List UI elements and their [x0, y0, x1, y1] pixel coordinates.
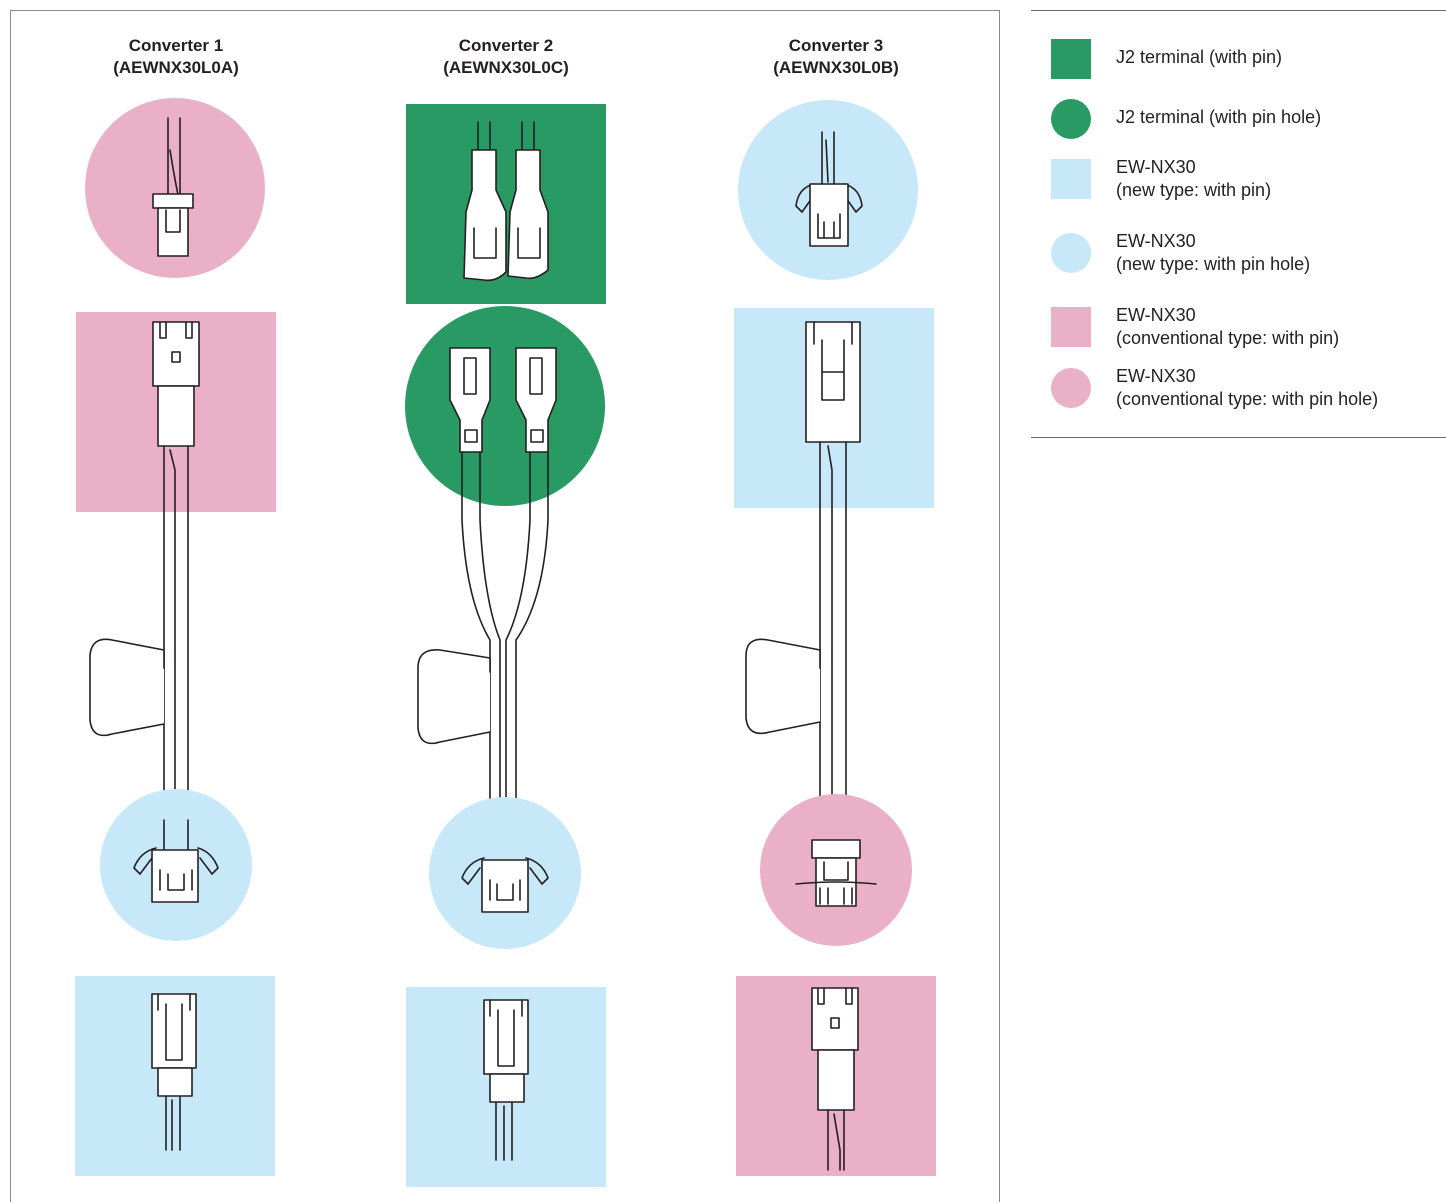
converter-3-drawing: [734, 100, 936, 1176]
converter-1-model: (AEWNX30L0A): [113, 58, 239, 77]
c1-upper-connector-icon: [152, 321, 200, 447]
c3-top-connector-icon: [795, 131, 863, 247]
legend-item-new-pin: EW-NX30 (new type: with pin): [1051, 157, 1272, 202]
converter-3-model: (AEWNX30L0B): [773, 58, 899, 77]
converter-2-name: Converter 2: [458, 36, 554, 55]
legend-swatch-blue-square: [1051, 159, 1091, 199]
diagram-frame: [10, 10, 1000, 1202]
c1-lower-connector-icon: [133, 819, 219, 903]
legend-item-j2-pin: J2 terminal (with pin): [1051, 39, 1282, 79]
converter-3-name: Converter 3: [788, 36, 884, 55]
c3-upper-connector-icon: [805, 321, 861, 443]
legend-item-j2-pin-hole: J2 terminal (with pin hole): [1051, 99, 1321, 139]
legend-swatch-blue-circle: [1051, 233, 1091, 273]
legend-swatch-pink-circle: [1051, 368, 1091, 408]
legend: J2 terminal (with pin) J2 terminal (with…: [1031, 10, 1446, 438]
legend-label: J2 terminal (with pin hole): [1116, 107, 1322, 127]
converter-2-title: Converter 2 (AEWNX30L0C): [396, 35, 616, 79]
legend-sublabel: (new type: with pin hole): [1116, 254, 1311, 274]
legend-label: EW-NX30: [1116, 305, 1196, 325]
c2-terminals-icon: [449, 347, 557, 453]
legend-sublabel: (new type: with pin): [1116, 180, 1272, 200]
converter-2-model: (AEWNX30L0C): [443, 58, 569, 77]
legend-sublabel: (conventional type: with pin hole): [1116, 389, 1379, 409]
c2-y-cable: [461, 451, 549, 841]
legend-swatch-green-circle: [1051, 99, 1091, 139]
converter-1-drawing: [75, 98, 276, 1176]
legend-item-conventional-pin: EW-NX30 (conventional type: with pin): [1051, 305, 1340, 350]
c1-bottom-connector-icon: [151, 993, 197, 1151]
legend-label: EW-NX30: [1116, 157, 1196, 177]
legend-swatch-green-square: [1051, 39, 1091, 79]
converter-3-title: Converter 3 (AEWNX30L0B): [726, 35, 946, 79]
c2-bottom-connector-icon: [483, 999, 529, 1161]
legend-swatch-pink-square: [1051, 307, 1091, 347]
legend-item-new-pin-hole: EW-NX30 (new type: with pin hole): [1051, 231, 1311, 276]
converter-2-drawing: [405, 104, 606, 1187]
c3-cable-tag: [745, 638, 821, 735]
c2-lower-connector-icon: [461, 857, 549, 913]
legend-item-conventional-pin-hole: EW-NX30 (conventional type: with pin hol…: [1051, 366, 1379, 411]
c1-cable-tag: [89, 638, 165, 737]
legend-label: J2 terminal (with pin): [1116, 47, 1283, 67]
converter-diagram: [75, 98, 936, 1187]
c3-cable: [819, 441, 847, 821]
c1-top-pink-circle: [85, 98, 265, 278]
legend-sublabel: (conventional type: with pin): [1116, 328, 1340, 348]
c2-cable-tag: [417, 649, 491, 745]
c3-lower-connector-icon: [795, 839, 877, 907]
c2-top-terminals-icon: [463, 121, 549, 282]
c2-green-circle: [405, 306, 605, 506]
legend-label: EW-NX30: [1116, 366, 1196, 386]
c2-top-green-square: [406, 104, 606, 304]
c3-bottom-connector-icon: [811, 987, 859, 1171]
c1-top-connector-icon: [152, 117, 194, 257]
converter-1-title: Converter 1 (AEWNX30L0A): [66, 35, 286, 79]
legend-label: EW-NX30: [1116, 231, 1196, 251]
converter-1-name: Converter 1: [128, 36, 224, 55]
